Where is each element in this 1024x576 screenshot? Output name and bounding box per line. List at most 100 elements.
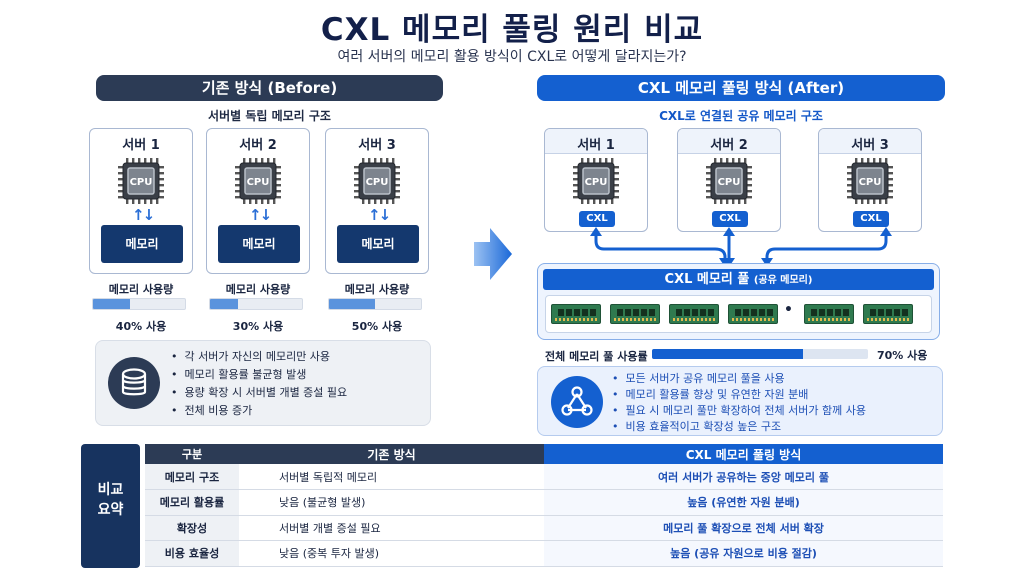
memory-module-icon <box>669 304 719 324</box>
summary-label-line: 비교 <box>97 482 124 498</box>
pool-usage-bar <box>652 349 868 359</box>
summary-header-after: CXL 메모리 풀링 방식 <box>544 444 943 464</box>
svg-text:CPU: CPU <box>859 177 882 188</box>
server-card: 서버 2 CPU ↑↓메모리 <box>206 128 310 274</box>
memory-usage-bar <box>92 298 186 310</box>
row-before: 서버별 개별 증설 필요 <box>239 515 544 541</box>
server-card: 서버 1 CPU ↑↓메모리 <box>89 128 193 274</box>
cpu-chip-icon: CPU <box>846 157 894 205</box>
before-note: 메모리 활용률 불균형 발생 <box>171 366 347 384</box>
memory-usage-bar <box>209 298 303 310</box>
memory-usage-label: 메모리 사용량 <box>344 283 410 296</box>
memory-usage-percent: 50% 사용 <box>351 320 403 333</box>
pool-usage-percent: 70% 사용 <box>877 349 928 362</box>
row-after: 여러 서버가 공유하는 중앙 메모리 풀 <box>544 464 943 490</box>
row-after: 높음 (공유 자원으로 비용 절감) <box>544 540 943 567</box>
memory-block: 메모리 <box>101 225 183 263</box>
after-header: CXL 메모리 풀링 방식 (After) <box>537 75 945 101</box>
pool-title-text: CXL 메모리 풀 <box>664 272 750 287</box>
server-name: 서버 1 <box>122 138 160 153</box>
server-name: 서버 2 <box>710 138 748 153</box>
server-card: 서버 1 CPU CXL <box>544 128 648 232</box>
summary-header-before: 기존 방식 <box>239 444 544 464</box>
summary-label-line: 요약 <box>97 502 124 518</box>
cpu-chip-icon: CPU <box>117 157 165 205</box>
after-subheader: CXL로 연결된 공유 메모리 구조 <box>659 109 823 123</box>
server-name: 서버 2 <box>239 138 277 153</box>
cxl-link-arrow <box>765 247 776 263</box>
server-name: 서버 3 <box>358 138 396 153</box>
memory-usage-bar <box>328 298 422 310</box>
row-before: 낮음 (중복 투자 발생) <box>239 540 544 567</box>
cpu-chip-icon: CPU <box>572 157 620 205</box>
server-name: 서버 3 <box>851 138 889 153</box>
memory-module-icon <box>728 304 778 324</box>
row-before: 서버별 독립적 메모리 <box>239 464 544 490</box>
cxl-link-arrow <box>714 247 727 263</box>
before-header: 기존 방식 (Before) <box>96 75 443 101</box>
bidirectional-arrow-icon: ↑↓ <box>132 206 155 224</box>
memory-usage-percent: 40% 사용 <box>115 320 167 333</box>
memory-block: 메모리 <box>337 225 419 263</box>
memory-usage-fill <box>210 299 238 309</box>
table-row: 확장성 서버별 개별 증설 필요 메모리 풀 확장으로 전체 서버 확장 <box>145 515 943 541</box>
server-name: 서버 1 <box>577 138 615 153</box>
cxl-link-arrow <box>775 234 888 251</box>
bidirectional-arrow-icon: ↑↓ <box>249 206 272 224</box>
row-before: 낮음 (불균형 발생) <box>239 489 544 516</box>
pool-usage-fill <box>652 349 804 359</box>
memory-usage-label: 메모리 사용량 <box>225 283 291 296</box>
row-category: 메모리 구조 <box>145 464 239 490</box>
table-row: 비용 효율성 낮음 (중복 투자 발생) 높음 (공유 자원으로 비용 절감) <box>145 540 943 567</box>
after-notes: 모든 서버가 공유 메모리 풀을 사용 메모리 활용률 향상 및 유연한 자원 … <box>612 371 867 435</box>
cpu-chip-icon: CPU <box>234 157 282 205</box>
svg-text:CPU: CPU <box>366 177 389 188</box>
server-card: 서버 3 CPU CXL <box>818 128 922 232</box>
row-after: 높음 (유연한 자원 분배) <box>544 489 943 516</box>
memory-module-icon <box>610 304 660 324</box>
svg-text:CPU: CPU <box>247 177 270 188</box>
after-note: 필요 시 메모리 풀만 확장하여 전체 서버가 함께 사용 <box>612 403 867 419</box>
before-notes: 각 서버가 자신의 메모리만 사용 메모리 활용률 불균형 발생 용량 확장 시… <box>171 348 348 420</box>
cxl-link-badge: CXL <box>579 211 615 227</box>
summary-label: 비교 요약 <box>81 444 140 568</box>
server-card: 서버 2 CPU CXL <box>677 128 781 232</box>
pool-subtitle: (공유 메모리) <box>753 275 813 286</box>
memory-usage-fill <box>93 299 130 309</box>
memory-module-icon <box>551 304 601 324</box>
memory-module-icon <box>804 304 854 324</box>
cpu-chip-icon: CPU <box>353 157 401 205</box>
after-note: 메모리 활용률 향상 및 유연한 자원 분배 <box>612 387 866 403</box>
svg-text:CPU: CPU <box>585 177 608 188</box>
memory-module-row: • <box>545 295 932 333</box>
before-note: 전체 비용 증가 <box>171 402 347 420</box>
before-notes-box: 각 서버가 자신의 메모리만 사용 메모리 활용률 불균형 발생 용량 확장 시… <box>95 340 431 426</box>
row-category: 확장성 <box>145 515 239 541</box>
network-share-icon <box>551 376 603 428</box>
ellipsis-icon: • <box>784 302 793 318</box>
cxl-link-arrow <box>594 234 715 251</box>
cpu-chip-icon: CPU <box>705 157 753 205</box>
transition-arrow-icon <box>474 228 512 280</box>
before-subheader: 서버별 독립 메모리 구조 <box>208 109 331 123</box>
memory-block: 메모리 <box>218 225 300 263</box>
svg-text:CPU: CPU <box>718 177 741 188</box>
memory-module-icon <box>863 304 913 324</box>
cxl-memory-pool: CXL 메모리 풀 (공유 메모리) • <box>537 263 940 340</box>
after-note: 비용 효율적이고 확장성 높은 구조 <box>612 419 866 435</box>
svg-text:CPU: CPU <box>130 177 153 188</box>
database-icon <box>108 357 160 409</box>
bidirectional-arrow-icon: ↑↓ <box>368 206 391 224</box>
memory-usage-fill <box>329 299 375 309</box>
page-subtitle: 여러 서버의 메모리 활용 방식이 CXL로 어떻게 달라지는가? <box>337 49 687 65</box>
cxl-link-arrows <box>590 227 892 267</box>
after-note: 모든 서버가 공유 메모리 풀을 사용 <box>612 371 866 387</box>
memory-usage-percent: 30% 사용 <box>232 320 284 333</box>
pool-title: CXL 메모리 풀 (공유 메모리) <box>543 269 934 290</box>
memory-usage-label: 메모리 사용량 <box>108 283 174 296</box>
cxl-link-badge: CXL <box>712 211 748 227</box>
row-category: 메모리 활용률 <box>145 489 239 516</box>
summary-header-category: 구분 <box>145 444 239 464</box>
cxl-link-badge: CXL <box>853 211 889 227</box>
row-category: 비용 효율성 <box>145 540 239 567</box>
